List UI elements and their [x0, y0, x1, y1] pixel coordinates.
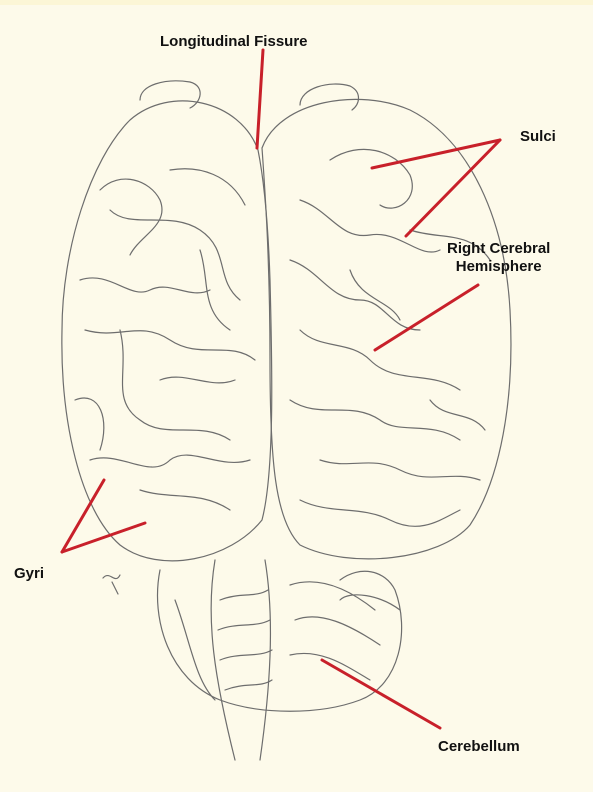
label-sulci: Sulci	[520, 128, 556, 146]
sulci-pointer-line-1	[372, 140, 500, 168]
fissure-pointer-line	[257, 50, 263, 148]
label-right-cerebral-line2: Hemisphere	[447, 258, 550, 276]
label-right-cerebral-hemisphere: Right Cerebral Hemisphere	[447, 240, 550, 276]
signature-mark	[103, 575, 120, 594]
gyri-pointer-line-2	[62, 523, 145, 552]
cerebellum-outline	[158, 570, 402, 711]
sulci-pointer-line-2	[406, 140, 500, 236]
label-longitudinal-fissure: Longitudinal Fissure	[160, 33, 308, 51]
left-olfactory	[140, 81, 200, 108]
right-olfactory	[300, 84, 359, 110]
label-cerebellum: Cerebellum	[438, 738, 520, 756]
cerebellum-pointer-line	[322, 660, 440, 728]
label-right-cerebral-line1: Right Cerebral	[447, 240, 550, 258]
left-hemisphere-outline	[62, 101, 272, 561]
label-gyri: Gyri	[14, 565, 44, 583]
